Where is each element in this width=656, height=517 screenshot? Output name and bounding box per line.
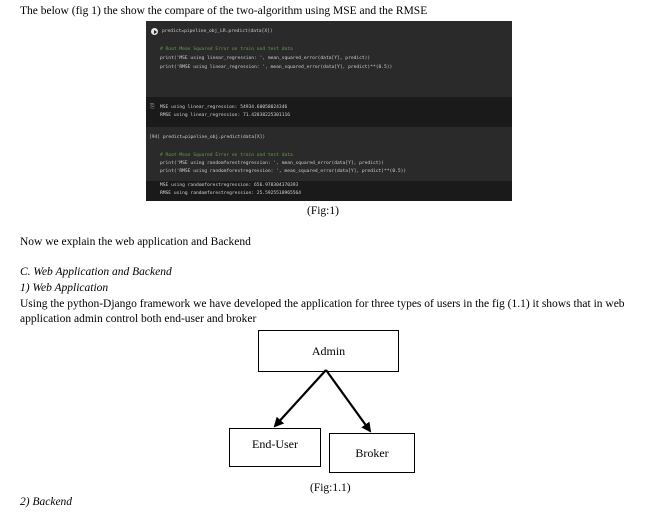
output-line: MSE using linear_regression: 54934.60058… xyxy=(160,105,288,110)
admin-box: Admin xyxy=(258,330,399,372)
code-line: [94] predict=pipeline_obj.predict(data[X… xyxy=(149,135,266,140)
code-line: predict=pipeline_obj_LR.predict(data[X]) xyxy=(162,29,273,34)
output-cell-1: ⎘ MSE using linear_regression: 54934.600… xyxy=(146,97,512,127)
section-heading-c: C. Web Application and Backend xyxy=(20,266,172,278)
fig1-caption: (Fig:1) xyxy=(307,205,339,217)
code-line: print('RMSE using randomforestregression… xyxy=(160,169,407,174)
broker-box: Broker xyxy=(329,433,415,473)
output-cell-2: MSE using randomforestregression: 656.97… xyxy=(146,181,512,201)
subsection-backend: 2) Backend xyxy=(20,496,73,508)
broker-label: Broker xyxy=(355,445,389,460)
admin-label: Admin xyxy=(311,343,346,358)
end-user-box: End-User xyxy=(229,428,321,467)
code-line: print('MSE using linear_regression: ', m… xyxy=(160,56,371,61)
output-line: MSE using randomforestregression: 656.97… xyxy=(160,183,299,188)
output-line: RMSE using randomforestregression: 25.59… xyxy=(160,191,302,196)
end-user-label: End-User xyxy=(252,437,298,451)
output-icon: ⎘ xyxy=(150,103,155,110)
fig11-caption: (Fig:1.1) xyxy=(310,482,351,494)
code-cell-2: [94] predict=pipeline_obj.predict(data[X… xyxy=(146,127,512,181)
code-line: print('RMSE using linear_regression: ', … xyxy=(160,65,393,70)
intro-text: The below (fig 1) the show the compare o… xyxy=(20,5,428,17)
arrow-admin-to-enduser xyxy=(273,369,327,428)
code-comment: # Root Mean Squared Error on train and t… xyxy=(160,47,293,52)
code-comment: # Root Mean Squared Error on train and t… xyxy=(160,153,293,158)
run-cell-icon xyxy=(151,28,158,35)
explain-text: Now we explain the web application and B… xyxy=(20,236,251,248)
paragraph-line-2: application admin control both end-user … xyxy=(20,313,257,325)
arrow-admin-to-broker xyxy=(325,369,372,433)
code-line: print('MSE using randomforestregression:… xyxy=(160,161,385,166)
code-cell-1: predict=pipeline_obj_LR.predict(data[X])… xyxy=(146,21,512,97)
paragraph-line-1: Using the python-Django framework we hav… xyxy=(20,298,625,310)
output-line: RMSE using linear_regression: 71.4283822… xyxy=(160,113,290,118)
subsection-web-application: 1) Web Application xyxy=(20,282,109,294)
code-screenshot: predict=pipeline_obj_LR.predict(data[X])… xyxy=(146,21,512,201)
